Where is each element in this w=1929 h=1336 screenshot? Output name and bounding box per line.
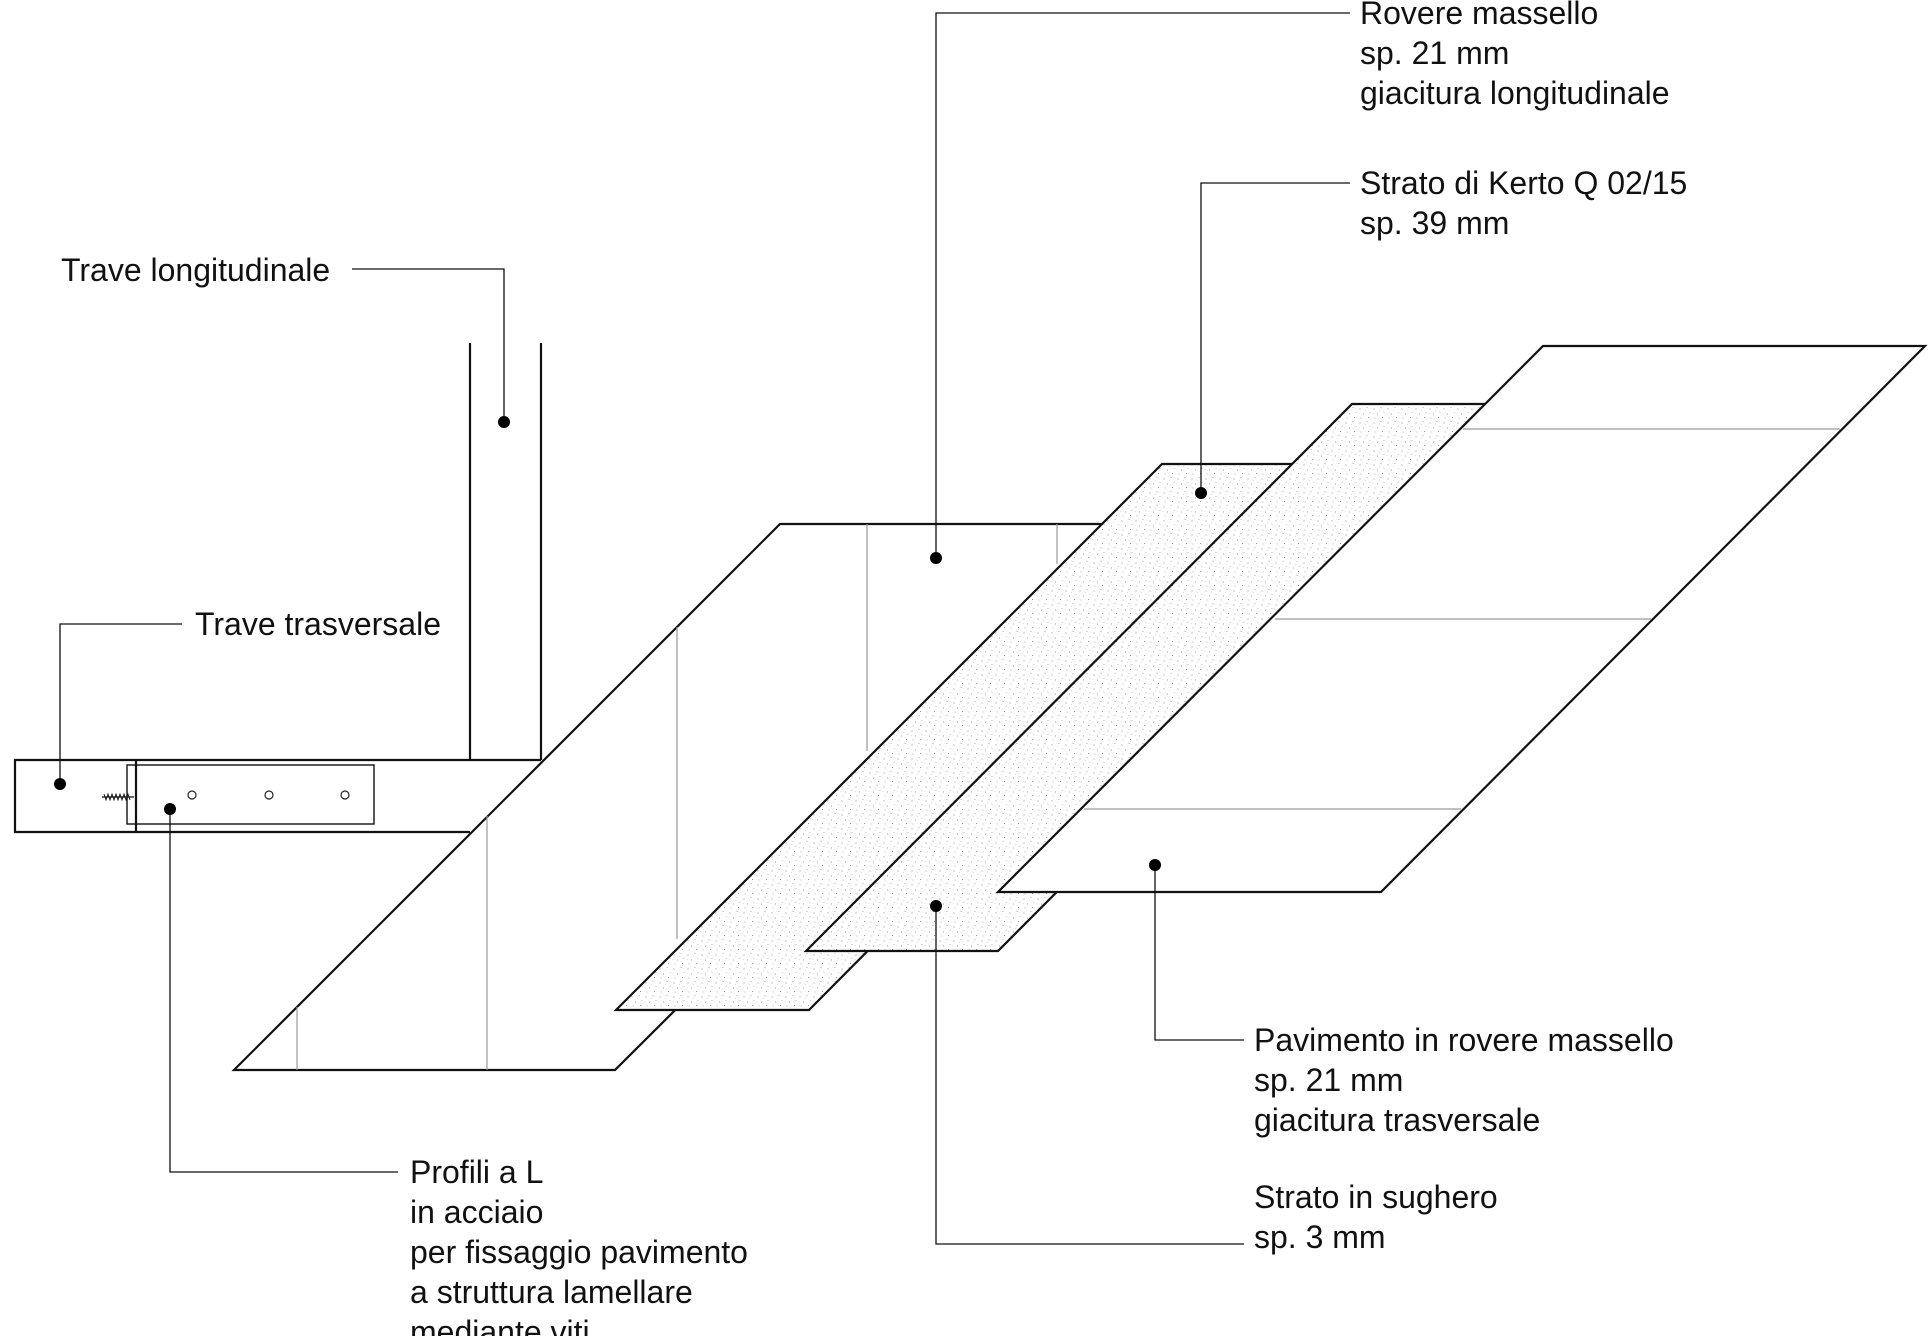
leader-trave-trasversale [59,623,182,784]
leader-trave-longitudinale [352,268,505,422]
panel-rovere-longitudinale-outline [231,522,1166,1072]
leader-pavimento-trasversale [1154,865,1244,1041]
profilo-hole-3 [340,790,350,800]
trave-trasversale-outline [13,758,470,834]
panel-rovere-longitudinale [231,522,1166,1072]
labels: Rovere massello sp. 21 mm giacitura long… [61,0,1696,1336]
dot-profili [164,803,176,815]
label-trave-longitudinale: Trave longitudinale [61,252,330,288]
dot-trave-trasversale [54,778,66,790]
leader-profili [169,809,398,1173]
leader-kerto [1200,182,1350,493]
label-rovere-longitudinale: Rovere massello sp. 21 mm giacitura long… [1360,0,1670,111]
callout-dots [54,416,1207,912]
label-sughero: Strato in sughero sp. 3 mm [1254,1179,1507,1255]
leader-rovere-longitudinale [935,12,1350,558]
label-trave-trasversale: Trave trasversale [195,606,441,642]
profilo-hole-2 [264,790,274,800]
screw-icon [102,792,134,802]
label-kerto: Strato di Kerto Q 02/15 sp. 39 mm [1360,165,1696,241]
leader-lines [59,12,1350,1245]
dot-rovere-longitudinale [930,552,942,564]
beam-structure [13,343,543,834]
panel-pavimento-trasversale [995,344,1928,894]
dot-trave-longitudinale [498,416,510,428]
dot-kerto [1195,487,1207,499]
profilo-l-plate [126,764,375,825]
leader-sughero [935,906,1244,1245]
label-pavimento-trasversale: Pavimento in rovere massello sp. 21 mm g… [1254,1022,1683,1138]
label-profili: Profili a L in acciaio per fissaggio pav… [410,1154,757,1336]
dot-sughero [930,900,942,912]
profilo-hole-1 [187,790,197,800]
dot-pavimento-trasversale [1149,859,1161,871]
